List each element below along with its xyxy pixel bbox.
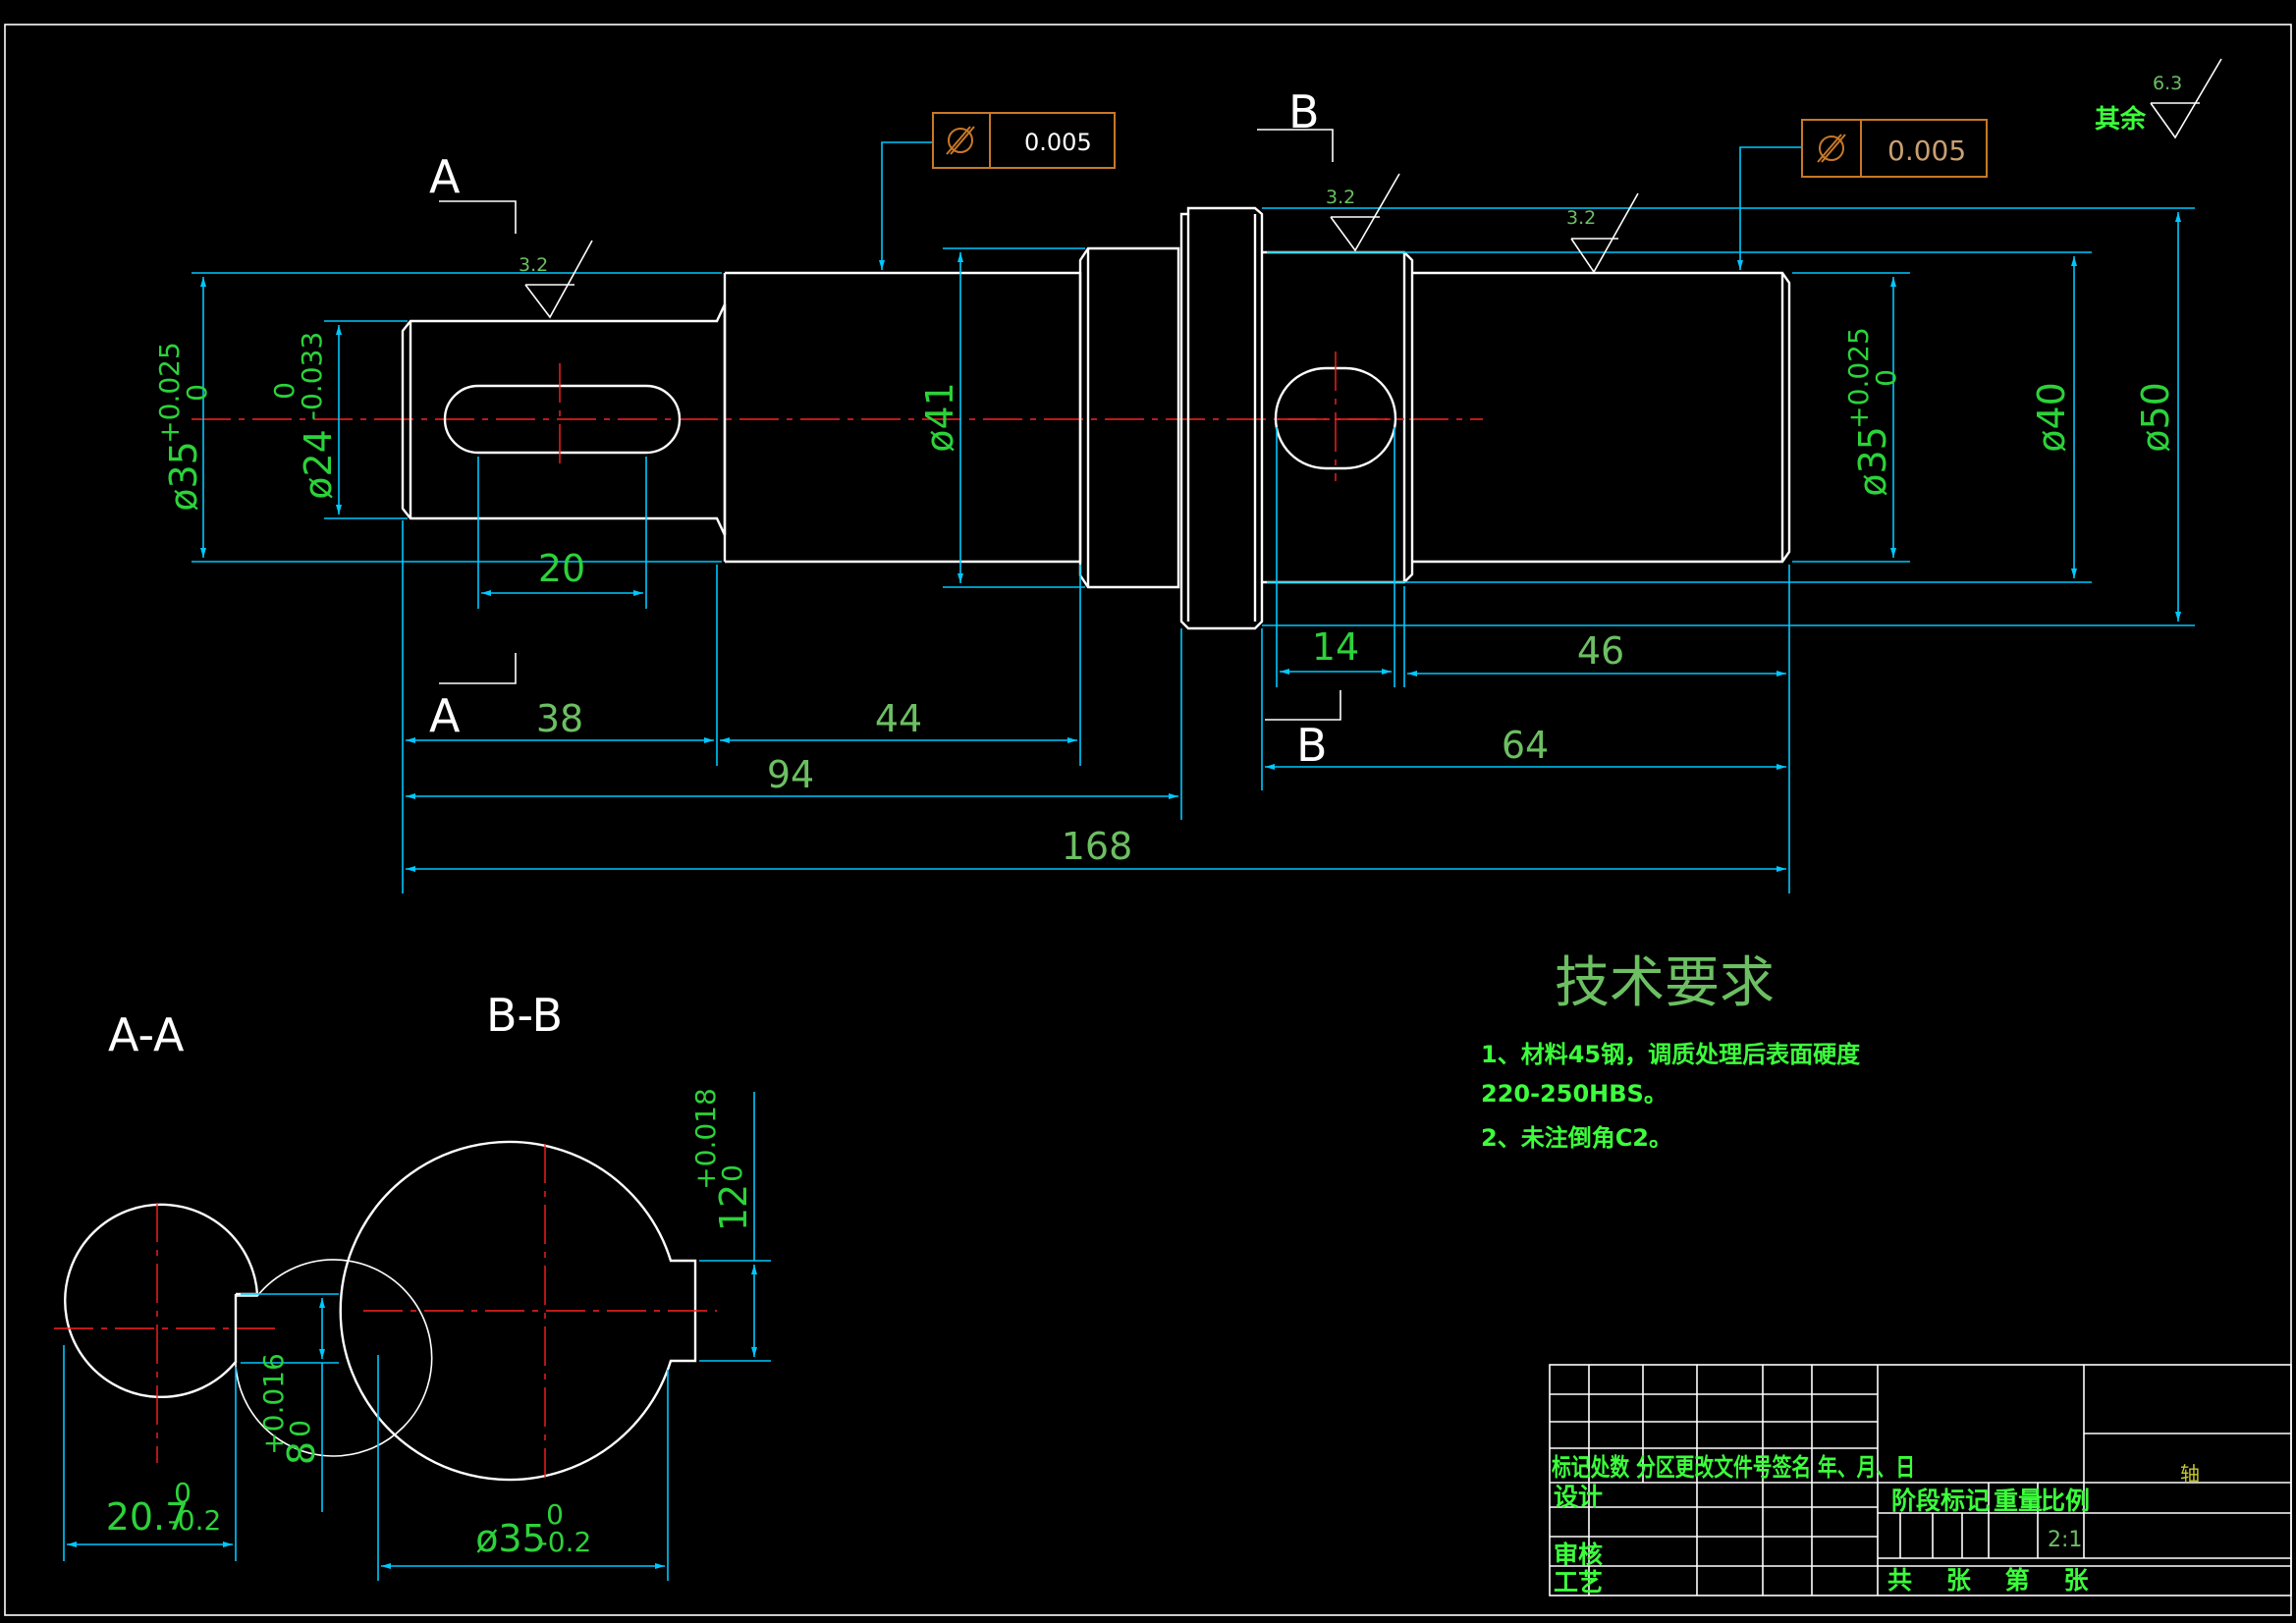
dim-aa-depth: 20.7 (106, 1495, 190, 1539)
dim-d41: ø41 (918, 382, 961, 453)
section-label-b-top: B (1288, 85, 1320, 138)
shaft-segment-d50 (1179, 206, 1264, 630)
dim-keyway-20: 20 (538, 547, 585, 590)
tech-requirements-line3: 2、未注倒角C2。 (1481, 1124, 1672, 1152)
dim-len-64: 64 (1502, 724, 1549, 767)
roughness-value-other: 6.3 (2153, 73, 2182, 94)
title-block-part-name: 轴 (2180, 1462, 2200, 1486)
title-block-weight: 重量 (1994, 1487, 2043, 1515)
dim-aa-width: 8 (280, 1441, 323, 1465)
section-aa (54, 1203, 433, 1561)
title-block-sheets: 共 张 第 张 (1887, 1566, 2089, 1595)
roughness-symbol-2 (1330, 173, 1400, 252)
roughness-value-1: 3.2 (519, 254, 548, 276)
shaft-segment-d35-left (725, 271, 1082, 564)
dim-d50: ø50 (2134, 382, 2177, 453)
title-block-scale-value: 2:1 (2048, 1528, 2082, 1552)
section-label-a-top: A (429, 150, 461, 203)
section-cut-markers (439, 129, 1341, 721)
dim-aa-width-tol-upper: +0.016 (257, 1353, 290, 1455)
dim-bb-dia-tol-lower: -0.2 (538, 1526, 592, 1558)
dim-bb-width-tol-upper: +0.018 (689, 1088, 722, 1190)
roughness-symbol-3 (1570, 192, 1639, 274)
roughness-symbol-other (2150, 58, 2222, 139)
dim-len-38: 38 (536, 697, 583, 740)
dim-d24-tol-upper: 0 (268, 382, 301, 400)
title-block-design: 设计 (1554, 1483, 1603, 1511)
shaft-segment-d41 (1078, 246, 1180, 589)
dim-d40: ø40 (2030, 382, 2073, 453)
dim-d35-right: ø35 (1851, 426, 1894, 497)
dim-aa-width-tol-lower: 0 (284, 1420, 316, 1437)
roughness-value-3: 3.2 (1566, 207, 1596, 229)
tech-requirements-line1: 1、材料45钢，调质处理后表面硬度 (1481, 1041, 1861, 1068)
dim-d35-left-tol-upper: +0.025 (153, 342, 186, 444)
dim-d35-right-tol-upper: +0.025 (1842, 327, 1875, 429)
section-bb (339, 1092, 771, 1581)
title-block (1549, 1364, 2292, 1596)
dim-d35-left: ø35 (162, 441, 205, 512)
section-label-b-bottom: B (1296, 719, 1328, 772)
section-bb-title: B-B (486, 989, 563, 1042)
section-label-a-bottom: A (429, 689, 461, 742)
dim-d35-right-tol-lower: 0 (1870, 369, 1902, 387)
keyway-slot-a (443, 384, 682, 455)
roughness-value-2: 3.2 (1326, 187, 1355, 208)
dim-len-94: 94 (767, 753, 814, 796)
dim-len-46: 46 (1577, 629, 1624, 673)
dim-d35-left-tol-lower: 0 (181, 384, 213, 402)
title-block-header-row: 标记处数 分区更改文件号签名 年、月、日 (1552, 1453, 1915, 1482)
shaft-main-view (191, 206, 1791, 630)
dim-bb-dia: ø35 (475, 1517, 546, 1560)
title-block-scale: 比例 (2041, 1487, 2090, 1515)
tolerance-value-left: 0.005 (1024, 129, 1092, 156)
dim-len-14: 14 (1312, 625, 1359, 669)
title-block-review: 审核 (1554, 1541, 1603, 1569)
dim-bb-dia-tol-upper: 0 (546, 1498, 564, 1531)
dimension-lines (191, 141, 2195, 893)
shaft-segment-d35-right (1412, 271, 1791, 564)
section-aa-title: A-A (108, 1008, 185, 1061)
tech-requirements-title: 技术要求 (1555, 951, 1775, 1015)
dim-bb-width-tol-lower: 0 (716, 1164, 748, 1182)
drawing-border (4, 24, 2292, 1616)
title-block-stage-mark: 阶段标记 (1891, 1487, 1990, 1515)
dim-d24-tol-lower: -0.033 (296, 332, 328, 420)
tolerance-frame-right (1801, 119, 1988, 178)
roughness-symbol-1 (524, 240, 593, 319)
dim-aa-depth-tol-upper: 0 (174, 1477, 191, 1509)
section-aa-profile (235, 1259, 433, 1457)
shaft-segment-d40 (1262, 250, 1414, 584)
dim-bb-width: 12 (712, 1184, 755, 1231)
tech-requirements-line2: 220-250HBS。 (1481, 1080, 1667, 1108)
tolerance-frame-left (932, 112, 1116, 169)
tolerance-value-right: 0.005 (1887, 135, 1966, 167)
shaft-segment-d24 (401, 303, 727, 536)
dim-len-44: 44 (875, 697, 922, 740)
dim-d24: ø24 (297, 429, 340, 500)
section-bb-profile (339, 1140, 697, 1482)
title-block-process: 工艺 (1554, 1568, 1603, 1596)
keyway-slot-b (1274, 366, 1397, 470)
roughness-other-label: 其余 (2095, 104, 2147, 135)
dim-len-168: 168 (1062, 825, 1133, 868)
dim-aa-depth-tol-lower: -0.2 (168, 1504, 222, 1537)
